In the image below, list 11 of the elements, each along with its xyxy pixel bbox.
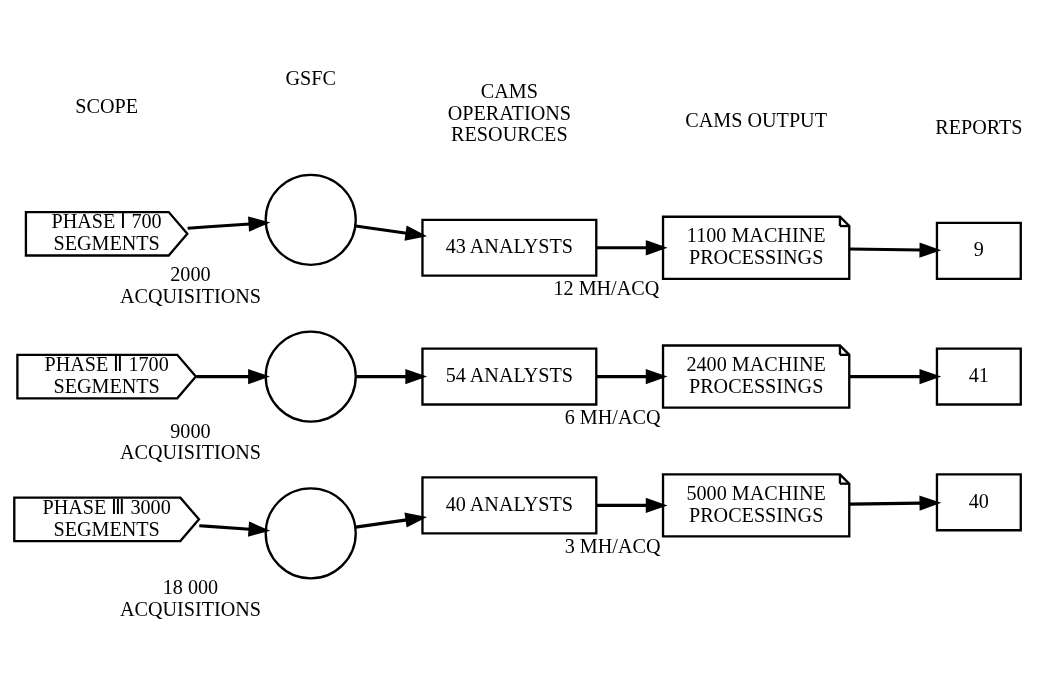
label: GSFC (285, 66, 336, 89)
node-label: 9000 ACQUISITIONS (119, 419, 261, 463)
node-label: 3 MH/ACQ (564, 534, 661, 557)
label: SCOPE (75, 94, 138, 117)
node-label: 12 MH/ACQ (553, 276, 660, 299)
label: CAMS OUTPUT (685, 108, 827, 131)
node-label: 18 000 ACQUISITIONS (119, 575, 261, 620)
label: REPORTS (935, 115, 1023, 138)
label: CAMS OPERATIONS RESOURCES (447, 79, 571, 145)
node-label: 2000 ACQUISITIONS (119, 262, 261, 307)
node-label: 6 MH/ACQ (564, 405, 661, 428)
